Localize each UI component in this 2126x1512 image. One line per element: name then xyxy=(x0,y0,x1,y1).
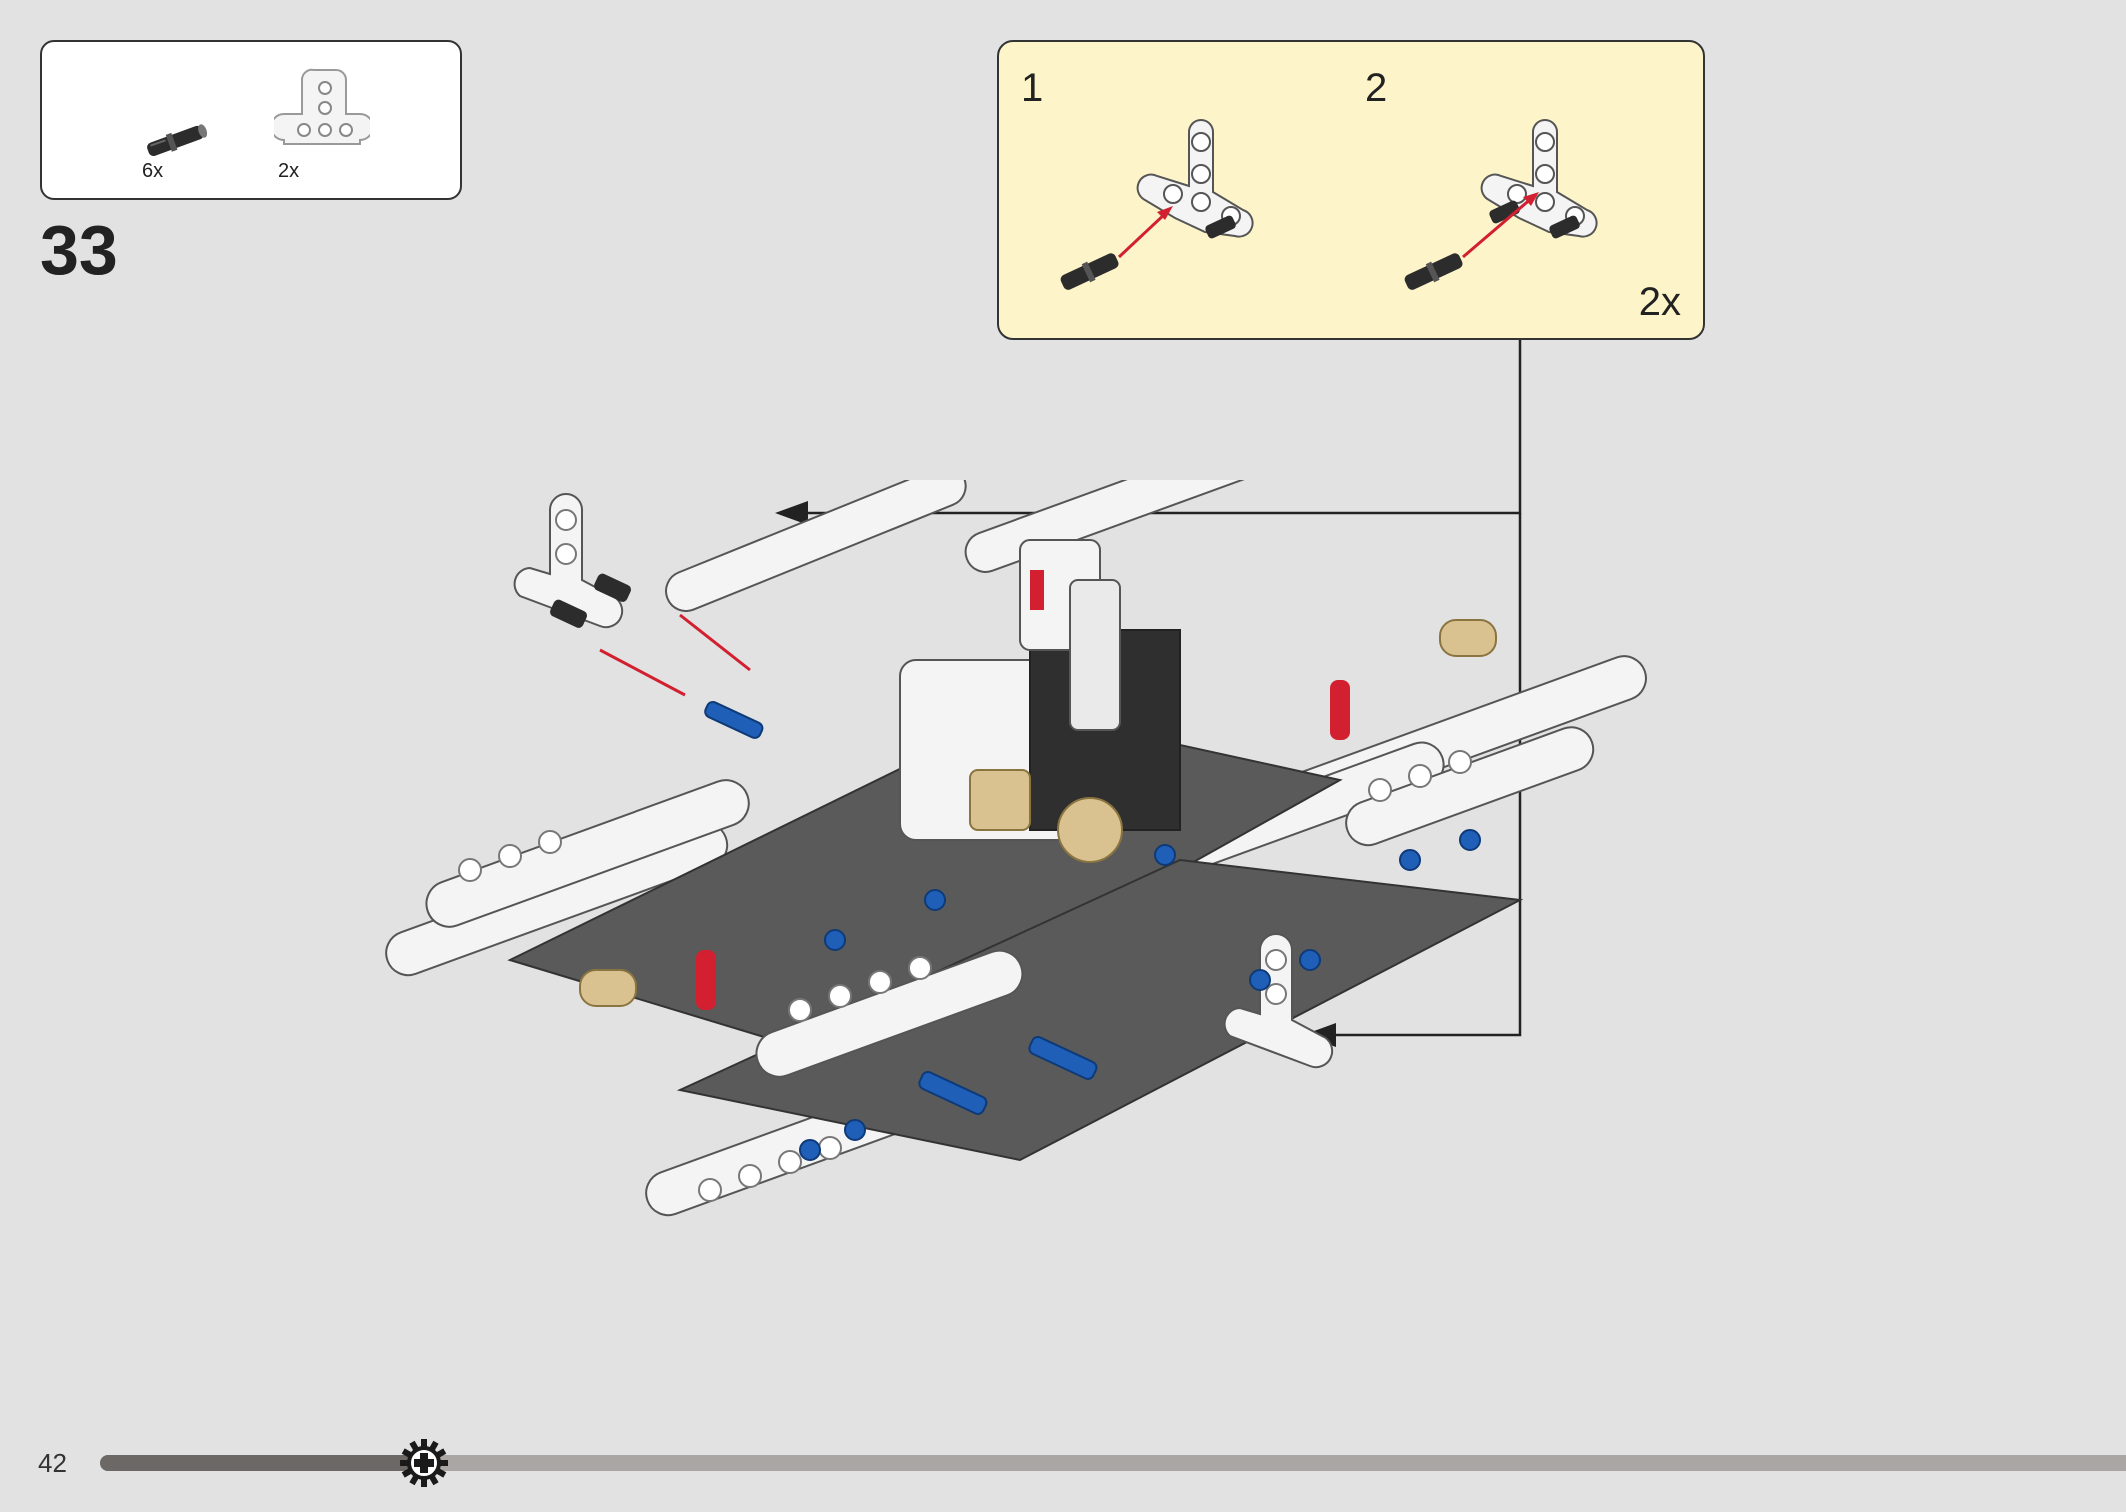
part-quantity-t-beam: 2x xyxy=(278,160,300,182)
part-quantity-pin: 6x xyxy=(142,160,164,182)
assembly-model-illustration xyxy=(385,480,1647,1217)
subassembly-callout: 1 2 xyxy=(997,40,1705,340)
t-beam-part xyxy=(274,68,370,145)
step-number: 33 xyxy=(40,211,118,289)
friction-pin-part xyxy=(147,124,208,157)
substep-1-illustration xyxy=(1060,119,1254,290)
substep-number-1: 1 xyxy=(1021,66,1044,110)
callout-multiplier: 2x xyxy=(1638,280,1681,324)
substep-2-illustration xyxy=(1404,119,1598,290)
progress-bar xyxy=(100,1439,2126,1487)
progress-bar-fill xyxy=(100,1455,424,1471)
progress-gear-icon xyxy=(400,1439,448,1487)
parts-list-box: 6x 2x xyxy=(40,40,462,200)
page-number: 42 xyxy=(38,1448,67,1478)
substep-number-2: 2 xyxy=(1365,66,1388,110)
